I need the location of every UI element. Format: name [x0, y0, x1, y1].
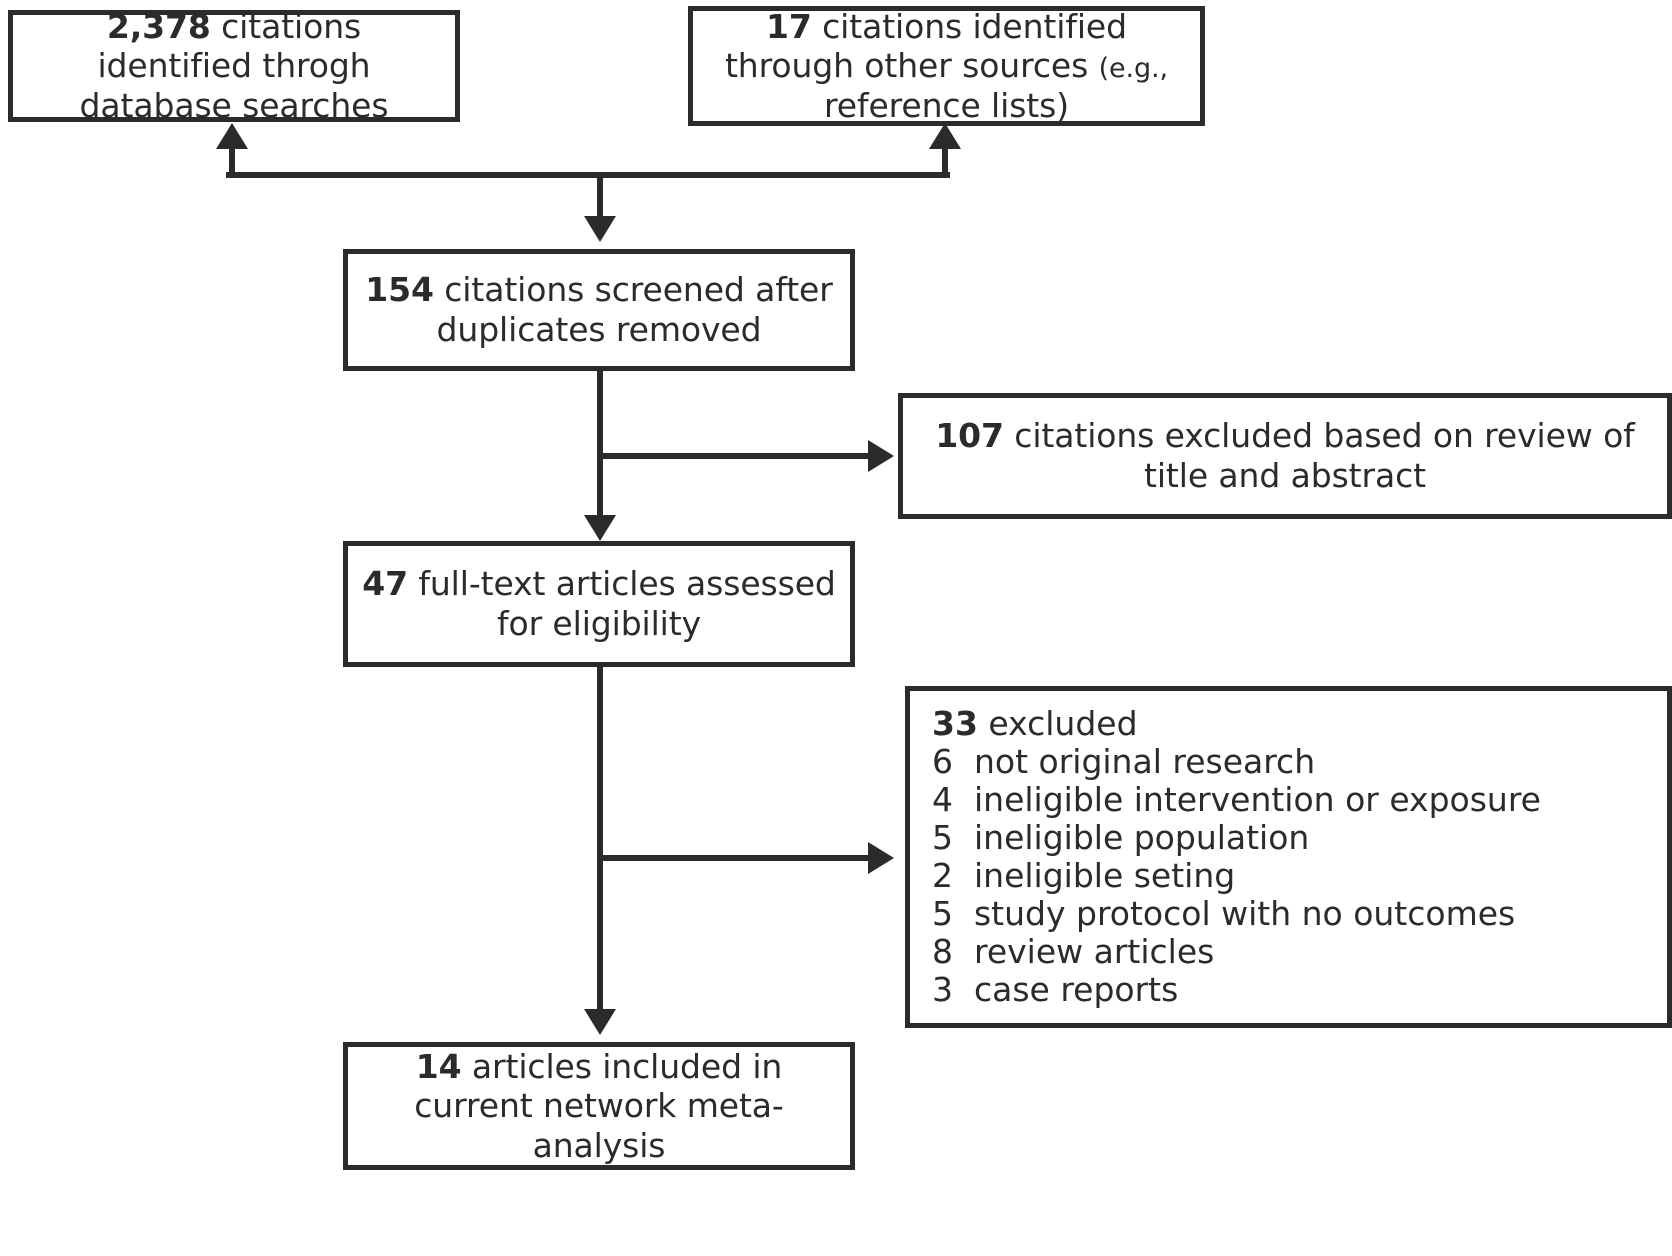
excluded-reason-text: not original research: [973, 741, 1316, 781]
box-other-sources: 17 citations identified through other so…: [688, 6, 1205, 126]
database-searches-label: citations identified throgh database sea…: [79, 6, 389, 125]
excluded-title-abstract-label: citations excluded based on review of ti…: [1003, 416, 1635, 495]
excluded-reason-text: study protocol with no outcomes: [973, 894, 1516, 934]
excluded-reason-item: 4 ineligible intervention or exposure: [932, 779, 1657, 819]
box-database-searches-text: 2,378 citations identified throgh databa…: [13, 7, 455, 126]
excluded-full-text-reason-list: 33 excluded 6 not original research 4 in…: [910, 703, 1667, 1010]
box-screened: 154 citations screened after duplicates …: [343, 249, 855, 371]
excluded-reason-item: 6 not original research: [932, 741, 1657, 781]
box-screened-text: 154 citations screened after duplicates …: [348, 270, 850, 349]
included-count: 14: [415, 1046, 462, 1086]
box-included: 14 articles included in current network …: [343, 1042, 855, 1170]
merge-horizontal-line: [226, 172, 950, 178]
screened-label: citations screened after duplicates remo…: [433, 270, 833, 349]
included-label: articles included in current network met…: [414, 1046, 784, 1165]
arrowhead-to-screened-box: [584, 216, 616, 242]
excluded-reason-text: ineligible population: [973, 817, 1310, 857]
stem-screened-to-fulltext: [597, 371, 603, 519]
box-excluded-title-abstract-text: 107 citations excluded based on review o…: [903, 416, 1667, 495]
screened-count: 154: [365, 270, 434, 310]
other-sources-count: 17: [766, 6, 812, 46]
merge-center-stem-down: [597, 175, 603, 219]
full-text-assessed-count: 47: [362, 564, 408, 604]
excluded-title-abstract-count: 107: [935, 416, 1004, 456]
box-excluded-full-text: 33 excluded 6 not original research 4 in…: [905, 686, 1672, 1028]
merge-right-stem: [942, 148, 948, 176]
excluded-reason-text: review articles: [973, 932, 1215, 972]
excluded-reason-item: 5 study protocol with no outcomes: [932, 895, 1657, 933]
box-database-searches: 2,378 citations identified throgh databa…: [8, 7, 460, 125]
other-sources-label-eg: (e.g.,: [1098, 53, 1169, 85]
arrowhead-to-included-box: [584, 1009, 616, 1035]
branch-to-excluded-title-abstract: [600, 453, 872, 459]
excluded-reason-count: 2: [932, 856, 953, 895]
excluded-full-text-header: 33 excluded: [932, 703, 1657, 743]
box-included-text: 14 articles included in current network …: [348, 1047, 850, 1166]
arrowhead-to-fulltext-box: [584, 515, 616, 541]
excluded-reason-text: ineligible intervention or exposure: [973, 779, 1541, 819]
excluded-reason-count: 4: [932, 779, 953, 819]
arrowhead-to-excluded-title-abstract: [868, 440, 894, 472]
merge-right-arrowhead-up: [929, 123, 961, 149]
excluded-reason-count: 8: [932, 932, 953, 972]
excluded-reason-text: case reports: [973, 970, 1179, 1010]
full-text-assessed-label: full-text articles assessed for eligibil…: [407, 564, 836, 643]
stem-fulltext-to-included: [597, 667, 603, 1013]
arrowhead-to-excluded-full-text: [868, 842, 894, 874]
excluded-reason-count: 5: [932, 817, 953, 857]
box-full-text-assessed: 47 full-text articles assessed for eligi…: [343, 541, 855, 667]
excluded-reason-item: 2 ineligible seting: [932, 856, 1657, 895]
box-full-text-assessed-text: 47 full-text articles assessed for eligi…: [348, 564, 850, 643]
excluded-reason-item: 3 case reports: [932, 971, 1657, 1009]
excluded-reason-text: ineligible seting: [973, 856, 1236, 895]
branch-to-excluded-full-text: [600, 855, 872, 861]
other-sources-label-before: citations identified through other sourc…: [724, 6, 1127, 86]
excluded-reason-count: 5: [932, 894, 953, 934]
excluded-reason-item: 8 review articles: [932, 933, 1657, 971]
excluded-reason-item: 5 ineligible population: [932, 817, 1657, 857]
database-searches-count: 2,378: [106, 6, 211, 46]
box-excluded-title-abstract: 107 citations excluded based on review o…: [898, 393, 1672, 519]
box-other-sources-text: 17 citations identified through other so…: [693, 7, 1200, 126]
excluded-full-text-count: 33: [932, 703, 978, 743]
other-sources-label-after: reference lists): [824, 85, 1069, 125]
merge-left-stem: [229, 148, 235, 176]
excluded-full-text-label: excluded: [977, 703, 1138, 743]
excluded-reason-count: 6: [932, 741, 953, 781]
excluded-reason-count: 3: [932, 970, 953, 1010]
merge-left-arrowhead-up: [216, 123, 248, 149]
